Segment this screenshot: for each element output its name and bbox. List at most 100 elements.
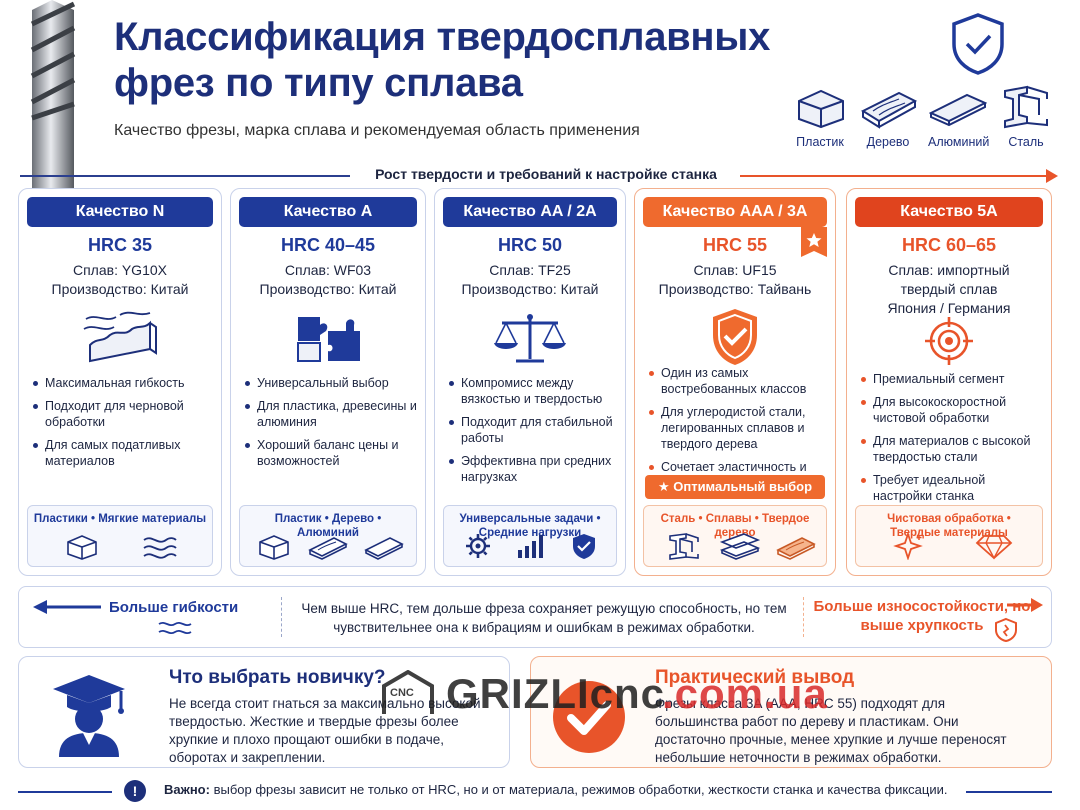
feature-item: Компромисс между вязкостью и твердостью	[447, 375, 617, 407]
card-header: Качество AA / 2A	[443, 197, 617, 227]
shield-icon	[573, 534, 595, 559]
feature-item: Максимальная гибкость	[31, 375, 213, 391]
arrow-left-icon	[33, 600, 101, 614]
more-wear-resistance-label: Больше износостойкости, но выше хрупкост…	[813, 598, 1031, 634]
beginner-title: Что выбрать новичку?	[169, 667, 386, 688]
material-label: Сталь	[1008, 135, 1044, 149]
end-mill-icon	[30, 0, 76, 190]
card-header: Качество 5A	[855, 197, 1043, 227]
feature-item: Требует идеальной настройки станка	[859, 472, 1043, 504]
check-circle-icon	[553, 681, 625, 753]
application-tags: Пластик • Дерево • Алюминий	[274, 513, 382, 539]
graduate-icon	[53, 675, 125, 757]
wood-plank-icon	[860, 91, 917, 129]
material-steel: Сталь	[996, 85, 1056, 149]
wood-icon	[776, 537, 816, 560]
application-box: Пластики • Мягкие материалы	[27, 505, 213, 567]
waves-icon	[143, 537, 177, 559]
tradeoff-text: Чем выше HRC, тем дольше фреза сохраняет…	[301, 601, 787, 635]
puzzle-icon	[297, 317, 360, 362]
growth-label: Рост твердости и требований к настройке …	[375, 166, 717, 182]
block-icon	[259, 535, 289, 560]
feature-item: Подходит для черновой обработки	[31, 398, 213, 430]
important-note: ! Важно: выбор фрезы зависит не только о…	[18, 780, 1052, 804]
cracked-shield-icon	[995, 617, 1017, 643]
beam-icon	[669, 533, 699, 560]
application-tags: Универсальные задачи • Средние нагрузки	[459, 513, 601, 539]
material-aluminium: Алюминий	[928, 85, 990, 149]
feature-item: Для высокоскоростной чистовой обработки	[859, 394, 1043, 426]
card-header: Качество A	[239, 197, 417, 227]
card-hrc: HRC 55	[702, 235, 768, 255]
arrow-right-icon	[1046, 169, 1058, 183]
diamond-icon	[975, 535, 1013, 560]
plates-icon	[720, 533, 760, 560]
grade-card-5a: Качество 5A HRC 60–65 Сплав: импортный т…	[846, 188, 1052, 576]
star-ribbon-icon	[801, 227, 827, 257]
feature-item: Премиальный сегмент	[859, 371, 1043, 387]
application-box: Чистовая обработка • Твердые материалы	[855, 505, 1043, 567]
page-title: Классификация твердосплавных фрез по тип…	[114, 15, 771, 105]
card-hrc: HRC 50	[497, 235, 563, 255]
waves-icon	[158, 621, 192, 635]
hrc-tradeoff-bar: Больше гибкости Чем выше HRC, тем дольше…	[18, 586, 1052, 648]
target-icon	[925, 317, 973, 365]
more-flexibility-label: Больше гибкости	[109, 599, 239, 616]
scales-icon	[494, 314, 566, 363]
optimal-choice-badge: ★ Оптимальный выбор	[645, 475, 825, 499]
feature-item: Для пластика, древесины и алюминия	[243, 398, 417, 430]
aluminium-plate-icon	[929, 93, 987, 127]
beginner-advice-box: Что выбрать новичку? Не всегда стоит гна…	[18, 656, 510, 768]
application-tags: Пластики • Мягкие материалы	[33, 513, 207, 525]
practical-text: Фрезы класса 3A (AAA, HRC 55) подходят д…	[655, 696, 1007, 765]
card-header: Качество AAA / 3A	[643, 197, 827, 227]
feature-item: Подходит для стабильной работы	[447, 414, 617, 446]
steel-beam-icon	[1004, 85, 1048, 129]
card-header: Качество N	[27, 197, 213, 227]
material-label: Пластик	[796, 135, 844, 149]
plate-icon	[364, 537, 404, 560]
exclamation-icon: !	[124, 780, 146, 802]
wood-icon	[308, 537, 348, 560]
material-label: Дерево	[866, 135, 910, 149]
page-subtitle: Качество фрезы, марка сплава и рекоменду…	[114, 122, 640, 139]
practical-title: Практический вывод	[655, 667, 855, 688]
important-text: Важно: выбор фрезы зависит не только от …	[164, 782, 948, 797]
sparkle-icon	[893, 532, 923, 560]
feature-item: Хороший баланс цены и возможностей	[243, 437, 417, 469]
plastic-block-icon	[798, 89, 844, 129]
material-wood: Дерево	[858, 85, 918, 149]
feature-item: Один из самых востребованных классов	[647, 365, 827, 397]
card-hrc: HRC 35	[87, 235, 153, 255]
beginner-text: Не всегда стоит гнаться за максимально в…	[169, 696, 481, 765]
growth-arrow: Рост твердости и требований к настройке …	[20, 166, 1060, 186]
bars-icon	[518, 535, 543, 558]
feature-item: Для материалов с высокой твердостью стал…	[859, 433, 1043, 465]
application-box: Пластик • Дерево • Алюминий	[239, 505, 417, 567]
block-icon	[67, 535, 97, 560]
material-label: Алюминий	[928, 135, 990, 149]
application-box: Сталь • Сплавы • Твердое дерево	[643, 505, 827, 567]
arrow-right-icon	[1007, 598, 1043, 612]
feature-item: Эффективна при средних нагрузках	[447, 453, 617, 485]
rough-surface-icon	[83, 311, 157, 363]
card-hrc: HRC 60–65	[901, 235, 997, 255]
feature-item: Для самых податливых материалов	[31, 437, 213, 469]
shield-check-icon	[952, 13, 1004, 75]
material-plastic: Пластик	[790, 85, 850, 149]
feature-item: Универсальный выбор	[243, 375, 417, 391]
gear-icon	[466, 534, 490, 558]
feature-item: Для углеродистой стали, легированных спл…	[647, 404, 827, 452]
application-box: Универсальные задачи • Средние нагрузки	[443, 505, 617, 567]
practical-conclusion-box: Практический вывод Фрезы класса 3A (AAA,…	[530, 656, 1052, 768]
shield-check-icon	[713, 309, 757, 365]
card-hrc: HRC 40–45	[280, 235, 376, 255]
